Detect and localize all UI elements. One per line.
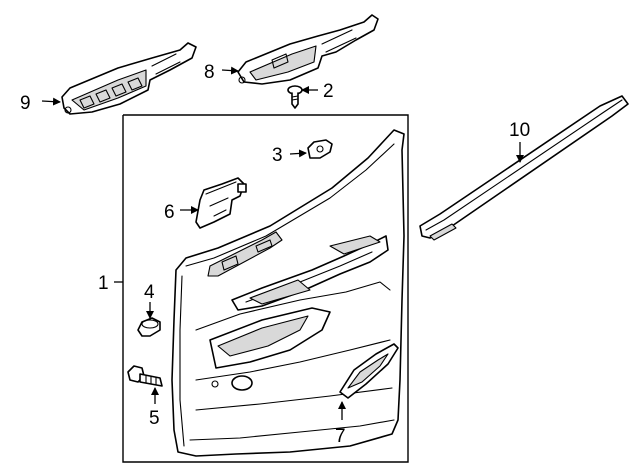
assembly-frame	[122, 114, 409, 463]
callout-10: 10	[509, 120, 530, 141]
callout-2: 2	[323, 81, 334, 102]
part-7-trim-piece	[339, 343, 399, 399]
part-4-push-clip	[137, 317, 161, 337]
leader-9	[41, 97, 61, 106]
leader-3	[289, 149, 307, 158]
callout-6: 6	[164, 202, 175, 223]
callout-3: 3	[272, 145, 283, 166]
callout-5: 5	[149, 408, 160, 429]
callout-1: 1	[98, 273, 109, 294]
part-6-bracket	[195, 177, 247, 229]
part-2-screw	[287, 85, 303, 109]
part-3-clip	[307, 139, 333, 159]
callout-9: 9	[20, 93, 31, 114]
part-1-door-trim-panel	[171, 129, 405, 457]
part-5-bolt	[127, 365, 163, 387]
leader-8	[221, 66, 239, 75]
part-9-switch-bezel	[61, 42, 197, 115]
part-8-switch-bezel	[237, 14, 379, 85]
callout-7: 7	[335, 426, 346, 447]
callout-8: 8	[204, 62, 215, 83]
callout-4: 4	[144, 282, 155, 303]
part-10-weatherstrip	[419, 95, 629, 241]
